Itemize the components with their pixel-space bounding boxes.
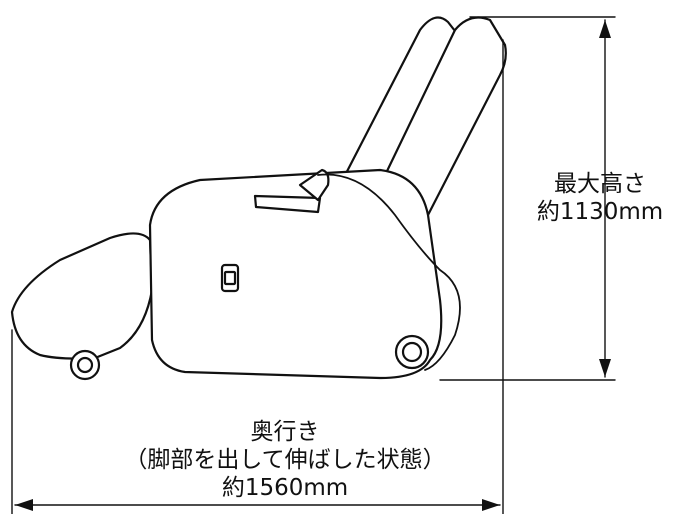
height-title: 最大高さ <box>554 171 646 197</box>
seat-body <box>148 168 443 380</box>
height-label: 最大高さ 約1130mm <box>520 170 680 226</box>
backrest <box>338 16 507 217</box>
depth-dimension-line <box>11 39 504 514</box>
depth-note: （脚部を出して伸ばした状態） <box>124 447 446 473</box>
rear-wheel <box>394 334 430 370</box>
depth-value: 約1560mm <box>221 475 349 501</box>
height-value: 約1130mm <box>536 199 664 225</box>
front-wheel <box>69 349 101 381</box>
depth-label: 奥行き （脚部を出して伸ばした状態） 約1560mm <box>60 418 510 502</box>
depth-title: 奥行き <box>250 419 320 445</box>
height-dimension-line <box>439 16 616 381</box>
remote-cable <box>298 168 461 371</box>
leg-rest <box>10 232 154 381</box>
